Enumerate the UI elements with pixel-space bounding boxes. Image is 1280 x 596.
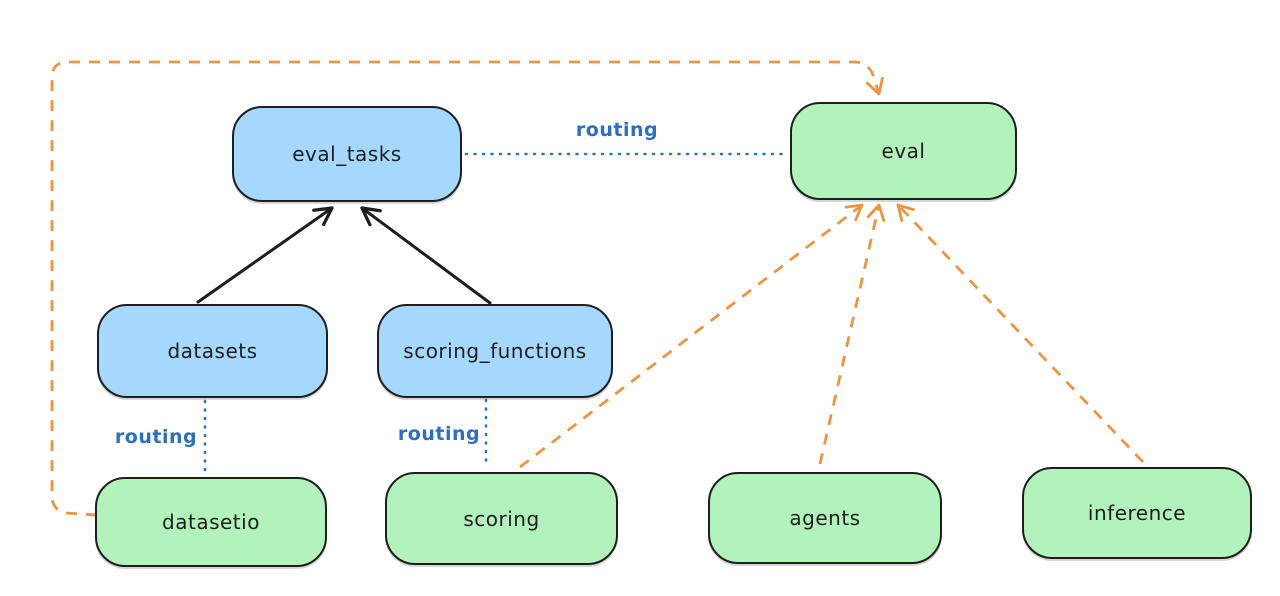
edge-agents-to-eval bbox=[818, 203, 886, 465]
edge-datasetio-to-eval bbox=[50, 60, 884, 517]
edge-scoring_functions-to-eval_tasks bbox=[360, 206, 492, 305]
edge-scoring-to-eval bbox=[519, 203, 864, 469]
edge-inference-to-eval bbox=[896, 203, 1145, 463]
edge-datasets-to-eval_tasks bbox=[196, 206, 334, 304]
